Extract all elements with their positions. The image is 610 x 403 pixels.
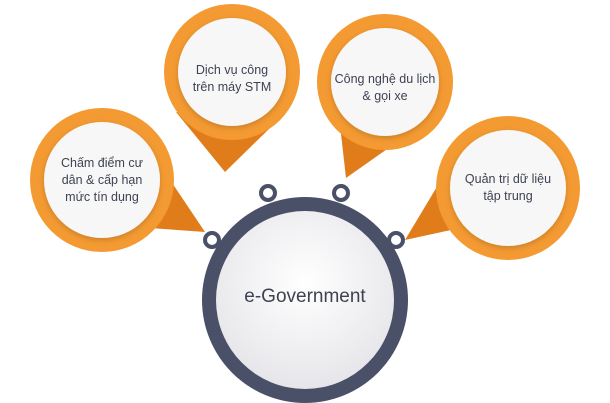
center-knob-1: [259, 184, 277, 202]
bubble-data-inner: [450, 130, 566, 246]
bubble-stm-label: Dịch vụ công trên máy STM: [192, 63, 272, 94]
bubble-data: [405, 116, 580, 260]
bubble-credit: [30, 108, 205, 252]
center-label: e-Government: [244, 286, 366, 307]
bubble-tourism: [317, 14, 453, 178]
center-knob-3: [203, 231, 221, 249]
bubble-tourism-label: Công nghệ du lịch & gọi xe: [334, 72, 436, 103]
bubble-credit-inner: [44, 122, 160, 238]
bubble-stm: [164, 4, 300, 172]
bubble-stm-inner: [178, 18, 286, 126]
bubble-data-label: Quản trị dữ liệu tập trung: [464, 172, 552, 203]
center-ring-inner: [216, 211, 394, 389]
center-knob-4: [387, 231, 405, 249]
bubble-tourism-inner: [331, 28, 439, 136]
bubble-credit-label: Chấm điểm cư dân & cấp hạn mức tín dụng: [60, 156, 143, 204]
center-knob-2: [332, 184, 350, 202]
center-node: [202, 184, 408, 403]
